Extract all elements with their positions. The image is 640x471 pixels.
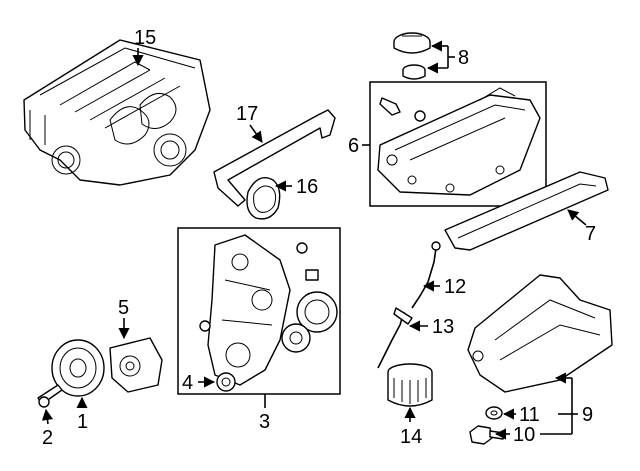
part-crankshaft-seal[interactable] xyxy=(216,372,236,392)
callout-12: 12 xyxy=(444,276,466,298)
callout-11: 11 xyxy=(519,404,540,426)
callout-10: 10 xyxy=(513,424,535,446)
callout-8: 8 xyxy=(458,47,469,69)
part-crankshaft-pulley[interactable] xyxy=(51,339,105,397)
part-valve-cover[interactable] xyxy=(377,87,541,196)
callout-15: 15 xyxy=(134,27,156,49)
callout-16: 16 xyxy=(296,176,318,198)
part-timing-cover-gasket[interactable] xyxy=(213,109,336,207)
callout-14: 14 xyxy=(400,426,422,448)
callout-7: 7 xyxy=(585,223,596,245)
leader-lines xyxy=(41,40,587,440)
part-oil-dipstick[interactable] xyxy=(411,241,441,309)
part-drain-plug[interactable] xyxy=(469,425,505,445)
callout-13: 13 xyxy=(432,316,454,338)
callout-1: 1 xyxy=(77,411,88,433)
part-drain-washer[interactable] xyxy=(485,406,503,420)
callout-5: 5 xyxy=(118,297,129,319)
part-water-pump[interactable] xyxy=(109,337,163,393)
part-timing-sprocket[interactable] xyxy=(199,242,338,353)
part-valve-cover-gasket[interactable] xyxy=(444,171,609,251)
part-oil-pan[interactable] xyxy=(467,274,613,393)
timing-cover-group-box xyxy=(177,227,341,395)
part-dipstick-tube[interactable] xyxy=(377,307,413,369)
callout-9: 9 xyxy=(582,404,593,426)
callout-labels: 15 17 16 8 6 7 12 13 5 4 3 1 2 14 9 11 1… xyxy=(42,27,596,449)
part-small-gasket[interactable] xyxy=(246,177,281,220)
valve-cover-group-box xyxy=(369,81,547,207)
callout-2: 2 xyxy=(42,427,53,449)
callout-4: 4 xyxy=(182,372,193,394)
part-oil-filter[interactable] xyxy=(387,363,433,407)
part-intake-manifold[interactable] xyxy=(23,39,211,186)
part-pulley-bolt[interactable] xyxy=(37,384,63,408)
callout-6: 6 xyxy=(348,135,359,157)
part-timing-cover[interactable] xyxy=(207,234,291,386)
callout-3: 3 xyxy=(259,411,270,433)
part-oil-filler-cap[interactable] xyxy=(393,32,431,80)
callout-17: 17 xyxy=(236,103,258,125)
